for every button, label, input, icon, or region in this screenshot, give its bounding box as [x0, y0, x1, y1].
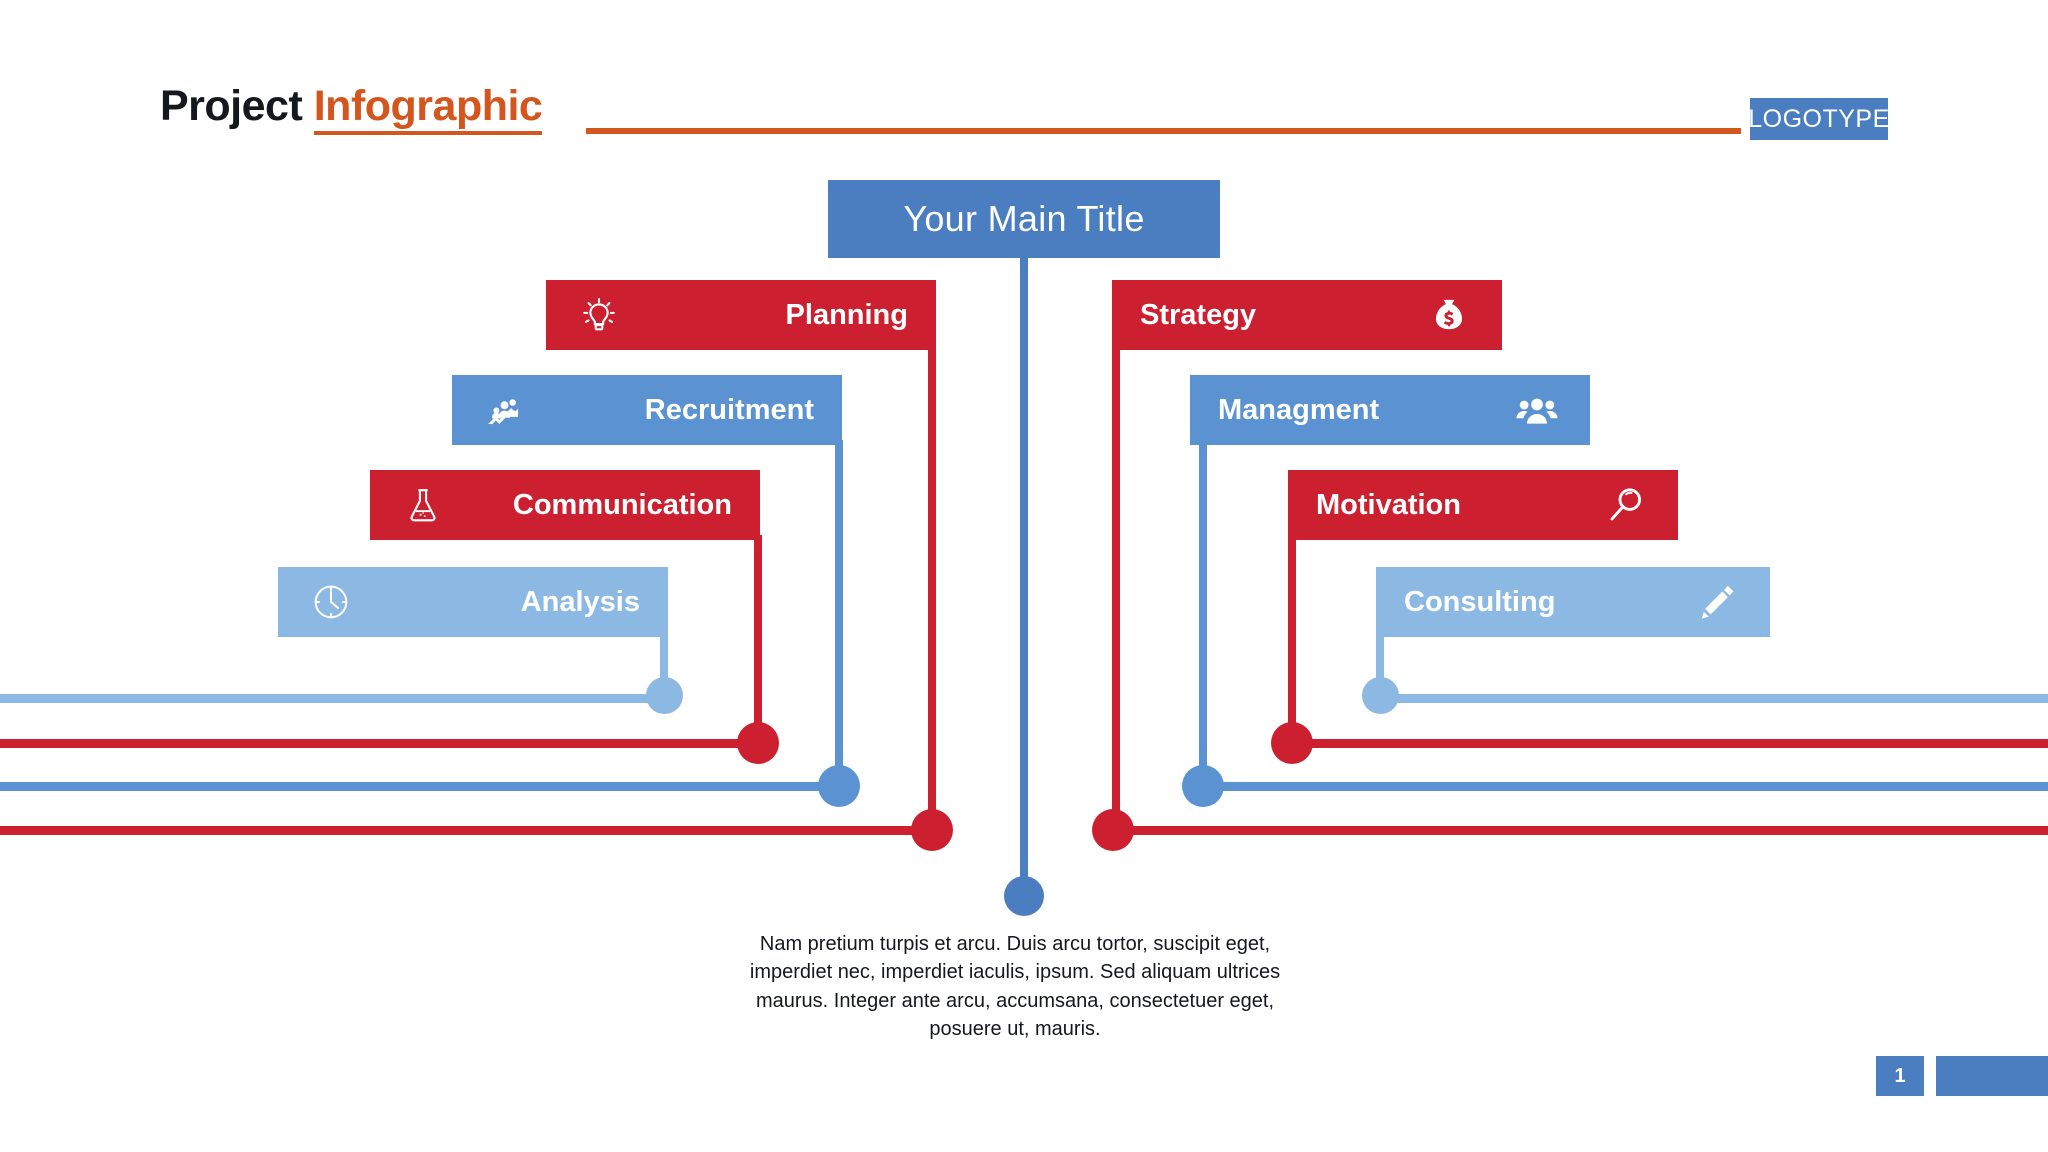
node-label-planning: Planning: [785, 298, 908, 331]
connector-dot-consulting: [1362, 677, 1399, 714]
node-planning[interactable]: Planning: [546, 280, 936, 350]
page-number-badge: 1: [1876, 1056, 1924, 1096]
connector-dot-recruitment: [818, 765, 860, 807]
node-analysis[interactable]: Analysis: [278, 567, 668, 637]
connector-hline-planning-left: [0, 826, 936, 835]
clock-icon: [308, 579, 354, 625]
connector-hline-analysis-left: [0, 694, 668, 703]
money-bag-icon: [1426, 292, 1472, 338]
page-number-label: 1: [1894, 1064, 1906, 1087]
page-title-word-infographic: Infographic: [313, 82, 543, 135]
page-title-word-project: Project: [160, 82, 303, 130]
pencil-icon: [1694, 579, 1740, 625]
connector-dot-planning: [911, 809, 953, 851]
node-communication[interactable]: Communication: [370, 470, 760, 540]
connector-hline-consulting-right: [1380, 694, 2048, 703]
connector-hline-strategy-right: [1116, 826, 2048, 835]
connector-hline-communication-left: [0, 739, 762, 748]
connector-dot-communication: [737, 722, 779, 764]
logotype-label: LOGOTYPE: [1748, 104, 1890, 133]
growth-people-icon: [482, 387, 528, 433]
connector-vline-planning: [928, 345, 936, 833]
connector-hline-motivation-right: [1292, 739, 2048, 748]
node-managment[interactable]: Managment: [1190, 375, 1590, 445]
node-label-motivation: Motivation: [1316, 488, 1461, 521]
connector-vline-strategy: [1112, 345, 1120, 833]
logotype-badge[interactable]: LOGOTYPE: [1748, 98, 1890, 140]
connector-trunk-center: [1020, 258, 1028, 890]
connector-vline-recruitment: [835, 440, 843, 785]
node-recruitment[interactable]: Recruitment: [452, 375, 842, 445]
connector-vline-communication: [754, 535, 762, 744]
connector-vline-managment: [1199, 440, 1207, 785]
node-label-analysis: Analysis: [520, 585, 640, 618]
connector-vline-consulting: [1376, 630, 1384, 700]
node-motivation[interactable]: Motivation: [1288, 470, 1678, 540]
node-label-recruitment: Recruitment: [644, 393, 814, 426]
header-divider-rule: [586, 128, 1741, 134]
main-title-label: Your Main Title: [903, 198, 1145, 239]
connector-hline-managment-right: [1203, 782, 2048, 791]
node-label-managment: Managment: [1218, 393, 1380, 426]
description-paragraph: Nam pretium turpis et arcu. Duis arcu to…: [749, 933, 1281, 1041]
connector-dot-motivation: [1271, 722, 1313, 764]
connector-hline-recruitment-left: [0, 782, 843, 791]
node-consulting[interactable]: Consulting: [1376, 567, 1770, 637]
node-label-strategy: Strategy: [1140, 298, 1257, 331]
footer-accent-bar: [1936, 1056, 2048, 1096]
main-title-box[interactable]: Your Main Title: [828, 180, 1220, 258]
magnifier-icon: [1602, 482, 1648, 528]
connector-dot-managment: [1182, 765, 1224, 807]
connector-dot-strategy: [1092, 809, 1134, 851]
lightbulb-icon: [576, 292, 622, 338]
connector-vline-analysis: [660, 630, 668, 700]
people-group-icon: [1514, 387, 1560, 433]
page-title: Project Infographic: [160, 82, 543, 135]
connector-dot-center: [1004, 876, 1044, 916]
flask-icon: [400, 482, 446, 528]
connector-vline-motivation: [1288, 535, 1296, 744]
node-label-communication: Communication: [512, 488, 732, 521]
node-strategy[interactable]: Strategy: [1112, 280, 1502, 350]
connector-dot-analysis: [646, 677, 683, 714]
node-label-consulting: Consulting: [1404, 585, 1556, 618]
